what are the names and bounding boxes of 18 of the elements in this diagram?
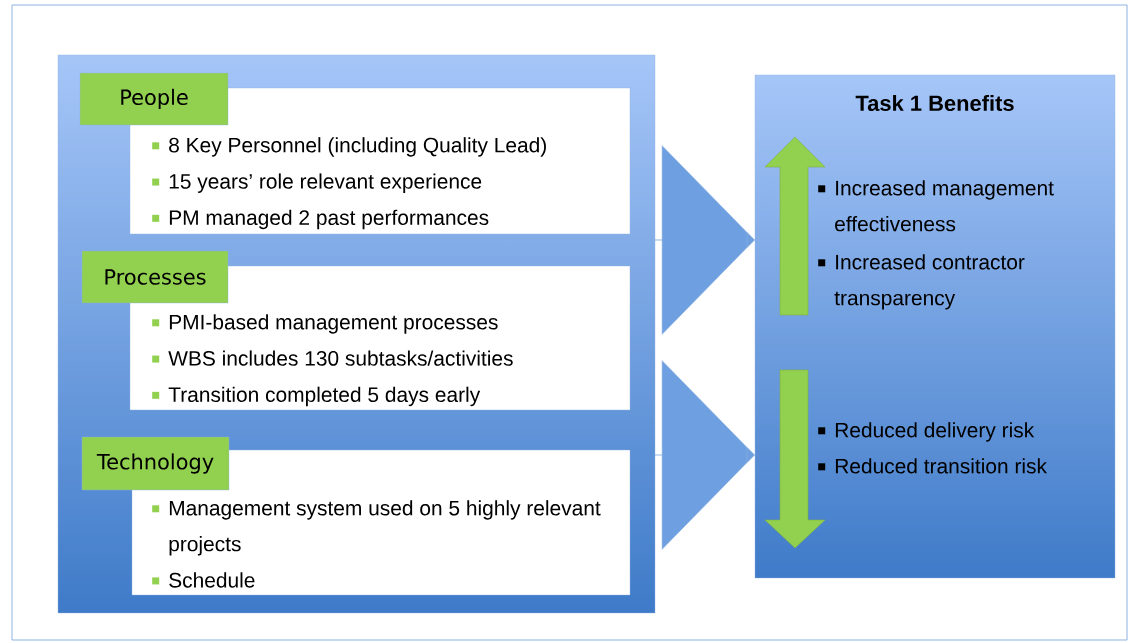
bullet-item: Schedule bbox=[152, 572, 255, 588]
bullet-item: PMI-based management processes bbox=[152, 314, 498, 334]
chevron-arrow bbox=[654, 145, 755, 335]
bullet-item: Increased contractor transparency bbox=[818, 254, 1025, 310]
heading-tab: Processes bbox=[81, 250, 229, 304]
bullet-item: Transition completed 5 days early bbox=[152, 386, 481, 407]
bullet-item: 8 Key Personnel (including Quality Lead) bbox=[152, 137, 546, 157]
bullet-item: Reduced transition risk bbox=[818, 458, 1047, 474]
benefits-panel: Task 1 Benefits Increased management effectiveness Increased contractor transparency Reduced delivery risk Reduced transition risk bbox=[754, 74, 1116, 579]
bullet-item: Reduced delivery risk bbox=[818, 422, 1035, 442]
heading-tab: People bbox=[79, 72, 229, 126]
chevron-arrow bbox=[654, 360, 755, 550]
bullet-item: PM managed 2 past performances bbox=[152, 209, 489, 230]
bullet-item: Increased management effectiveness bbox=[818, 180, 1054, 232]
heading-tab: Technology bbox=[81, 436, 230, 491]
bullet-item: Management system used on 5 highly relevant projects bbox=[152, 500, 601, 556]
bullet-item: WBS includes 130 subtasks/activities bbox=[152, 350, 513, 366]
bullet-item: 15 years’ role relevant experience bbox=[152, 173, 482, 193]
